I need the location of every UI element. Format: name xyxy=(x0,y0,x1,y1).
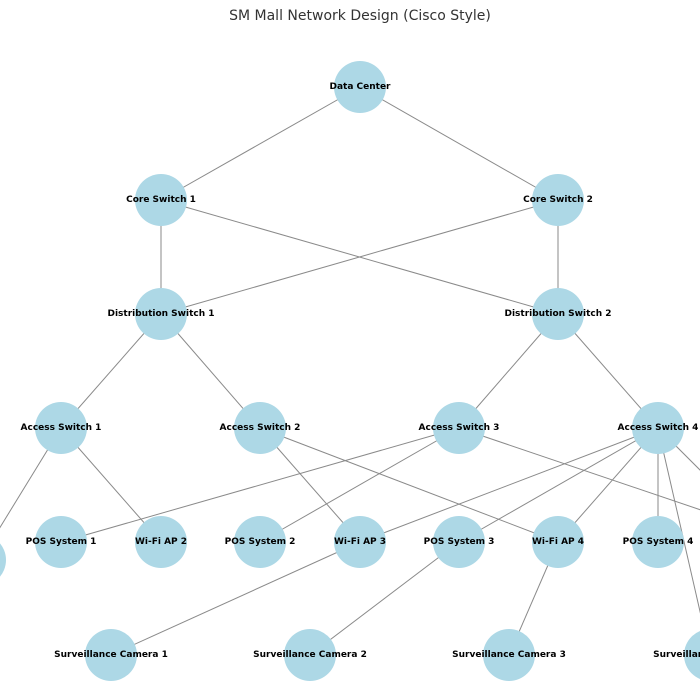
node-label: Distribution Switch 2 xyxy=(504,309,611,319)
node-label: Access Switch 4 xyxy=(618,423,699,433)
node-cam2: Surveillance Camera 2 xyxy=(253,629,367,681)
edge-as4-cam4 xyxy=(657,427,700,614)
node-label: Surveillance Camera 3 xyxy=(452,650,566,660)
node-label: Access Switch 3 xyxy=(419,423,500,433)
edge-as3-offr xyxy=(458,427,700,511)
node-label: POS System 3 xyxy=(424,537,495,547)
node-pos1: POS System 1 xyxy=(26,516,97,568)
node-label: POS System 1 xyxy=(26,537,97,547)
node-circle xyxy=(334,516,386,568)
node-label: Surveillance Camera 2 xyxy=(253,650,367,660)
node-cs1: Core Switch 1 xyxy=(126,174,196,226)
node-as4: Access Switch 4 xyxy=(618,402,699,454)
node-circle xyxy=(0,543,6,577)
node-circle xyxy=(433,402,485,454)
edge-dc-cs2 xyxy=(359,86,559,201)
node-ds2: Distribution Switch 2 xyxy=(504,288,612,340)
node-circle xyxy=(532,516,584,568)
node-pos2: POS System 2 xyxy=(225,516,296,568)
node-circle xyxy=(135,516,187,568)
node-label: Surveillance Camera 1 xyxy=(54,650,168,660)
node-circle xyxy=(483,629,535,681)
node-circle xyxy=(234,402,286,454)
node-label: Core Switch 1 xyxy=(126,195,196,205)
edge-as3-pos2 xyxy=(259,427,460,543)
node-wap2: Wi-Fi AP 2 xyxy=(135,516,187,568)
edge-pos3-cam2 xyxy=(309,541,460,656)
node-wap3: Wi-Fi AP 3 xyxy=(334,516,386,568)
node-as3: Access Switch 3 xyxy=(419,402,500,454)
node-circle xyxy=(632,516,684,568)
node-label: POS System 2 xyxy=(225,537,296,547)
edge-as2-wap4 xyxy=(259,427,559,543)
edge-as3-pos1 xyxy=(60,427,460,543)
node-ds1: Distribution Switch 1 xyxy=(107,288,215,340)
node-circle xyxy=(135,174,187,226)
node-circle xyxy=(35,402,87,454)
edge-cs2-ds1 xyxy=(160,199,559,315)
node-label: Wi-Fi AP 4 xyxy=(532,537,584,547)
node-as2: Access Switch 2 xyxy=(220,402,301,454)
node-label: Wi-Fi AP 3 xyxy=(334,537,386,547)
node-wap1 xyxy=(0,543,6,577)
edge-as4-wap3 xyxy=(359,427,659,543)
edge-dc-cs1 xyxy=(160,86,361,201)
edge-wap3-cam1 xyxy=(110,541,361,656)
node-circle xyxy=(334,61,386,113)
node-circle xyxy=(234,516,286,568)
node-label: Distribution Switch 1 xyxy=(107,309,214,319)
node-circle xyxy=(532,288,584,340)
node-wap4: Wi-Fi AP 4 xyxy=(532,516,584,568)
node-dc: Data Center xyxy=(329,61,391,113)
node-label: Wi-Fi AP 2 xyxy=(135,537,187,547)
node-cam3: Surveillance Camera 3 xyxy=(452,629,566,681)
node-circle xyxy=(684,631,700,679)
node-label: Core Switch 2 xyxy=(523,195,593,205)
node-circle xyxy=(135,288,187,340)
node-label: Access Switch 2 xyxy=(220,423,301,433)
node-cs2: Core Switch 2 xyxy=(523,174,593,226)
edge-as4-pos3 xyxy=(458,427,659,543)
node-as1: Access Switch 1 xyxy=(21,402,102,454)
node-circle xyxy=(632,402,684,454)
node-circle xyxy=(35,516,87,568)
node-cam4: Surveillance Camera 4 xyxy=(653,631,700,679)
node-cam1: Surveillance Camera 1 xyxy=(54,629,168,681)
node-pos3: POS System 3 xyxy=(424,516,495,568)
node-circle xyxy=(433,516,485,568)
node-circle xyxy=(85,629,137,681)
diagram-title: SM Mall Network Design (Cisco Style) xyxy=(229,8,491,24)
node-pos4: POS System 4 xyxy=(623,516,694,568)
edge-layer xyxy=(0,86,700,656)
node-circle xyxy=(284,629,336,681)
node-label: Surveillance Camera 4 xyxy=(653,650,700,660)
node-label: POS System 4 xyxy=(623,537,694,547)
node-circle xyxy=(532,174,584,226)
node-label: Access Switch 1 xyxy=(21,423,102,433)
node-label: Data Center xyxy=(329,82,391,92)
